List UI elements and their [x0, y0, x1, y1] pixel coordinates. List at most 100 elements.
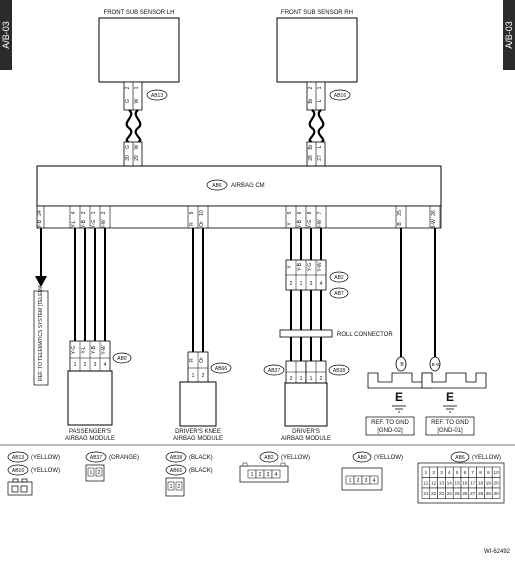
ground-1-ref-line1: REF. TO GND [371, 420, 409, 426]
legend-ab6-pin-label: 2 [432, 470, 435, 475]
cm-wire-7: Y-W [317, 219, 323, 229]
legend-ab66-pin-1: 1 [170, 484, 173, 490]
cm-pin-1: 1 [91, 211, 97, 214]
ab9-badge [112, 352, 132, 364]
legend-ab16-color: (YELLOW) [31, 468, 60, 474]
cm-pin-3: 3 [81, 211, 87, 214]
legend-ab37-id: AB37 [90, 455, 102, 461]
sensor-lh-lower-wire-b: W [134, 144, 140, 149]
knee-wire-1: R [189, 358, 195, 362]
sensor-rh-twisted-pair [308, 109, 325, 144]
ground-1-wire-label: B [400, 362, 404, 368]
cm-pins-knee: 9 10 R Or [187, 206, 209, 228]
legend-ab2-pin-1: 1 [251, 472, 254, 478]
sensor-lh-box [98, 17, 180, 83]
ab2-badge [329, 271, 349, 283]
legend-ab6-pin-label: 27 [470, 491, 476, 496]
ab2-wire-4: Y-W [317, 262, 323, 272]
telematics-ref-label: REF. TO TELEMATICS SYSTEM [TELEMA-01] [38, 276, 44, 381]
legend-ab6-pin-label: 26 [462, 491, 468, 496]
airbag-cm-connector-strip [36, 205, 442, 229]
legend-ab9-pin-1: 1 [349, 478, 352, 484]
cm-pins-passenger: 4 3 1 2 Y-L Y-B Y-G Y-W [69, 206, 111, 229]
ab2-wire-3: Y-G [307, 263, 313, 272]
driver-pin-4: 2 [320, 376, 323, 382]
passenger-pin-1: 1 [74, 362, 77, 368]
airbag-cm-box [36, 165, 442, 207]
legend-ab16-id: AB16 [12, 468, 24, 474]
telematics-arrow-icon [35, 276, 47, 287]
cm-pin-25: 25 [397, 210, 403, 216]
legend-ab2-id: AB2 [264, 455, 274, 461]
ground-1-terminal [395, 356, 407, 372]
legend-ab6-pin-label: 24 [447, 491, 453, 496]
legend-ab6-pin-label: 25 [455, 491, 461, 496]
ground-2-symbol-icon [443, 405, 457, 413]
airbag-cm-name: AIRBAG CM [231, 183, 265, 189]
legend-ab6-pin-label: 14 [447, 481, 453, 486]
cm-wire-26: B-W [431, 219, 437, 229]
ground-1-letter: E [395, 390, 403, 404]
legend-ab9-pin-4: 4 [373, 478, 376, 484]
legend-ab6-pin-label: 9 [487, 470, 490, 475]
sensor-rh-lower-pin-b: 27 [317, 155, 323, 161]
sensor-rh-pin-a: 2 [308, 86, 314, 89]
ab6-badge-label: AB6 [212, 183, 222, 189]
legend-ab6-pin-label: 15 [455, 481, 461, 486]
cm-wire-8: Y-G [307, 220, 313, 229]
ground-2-ref-line2: [GND-01] [437, 428, 463, 434]
passenger-module-name-2: AIRBAG MODULE [65, 436, 115, 442]
legend-ab6-pin-label: 3 [440, 470, 443, 475]
legend-ab37: AB37 (ORANGE) 1 2 [85, 451, 139, 482]
ab37-badge [263, 364, 285, 376]
ab7-badge [329, 287, 349, 299]
legend-ab37-pin-2: 2 [98, 470, 101, 476]
legend-ab6-pin-label: 18 [478, 481, 484, 486]
ab66-badge-label: AB66 [215, 366, 227, 372]
ab2-pin-2: 1 [300, 281, 303, 287]
ground-2-terminal [429, 356, 441, 372]
sensor-rh-pin-b: 1 [317, 86, 323, 89]
legend-ab13-color: (YELLOW) [31, 455, 60, 461]
legend-ab6-id: AB6 [455, 455, 465, 461]
ab66-badge [210, 362, 232, 374]
ground-2-ref-line1: REF. TO GND [431, 420, 469, 426]
driver-wires-upper [290, 228, 322, 260]
ab2-badge-label: AB2 [334, 275, 344, 281]
ground-1-symbol-icon [392, 405, 406, 413]
passenger-wires [74, 228, 106, 341]
legend-ab6-pin-label: 11 [424, 481, 429, 486]
legend-ab9-color: (YELLOW) [374, 455, 403, 461]
legend-ab6-color: (YELLOW) [472, 455, 501, 461]
ab9-badge-label: AB9 [117, 356, 127, 362]
legend-ab6-pin-label: 23 [439, 491, 445, 496]
telematics-ref-box [33, 290, 49, 386]
ab13-badge [146, 89, 168, 101]
legend-ab66-id: AB66 [170, 468, 182, 474]
sensor-rh-lower-pin-a: 28 [308, 155, 314, 161]
ab13-badge-label: AB13 [151, 93, 163, 99]
cm-pin-26: 26 [431, 210, 437, 216]
cm-wire-6: Y-B [297, 219, 303, 228]
legend-ab2-pin-2: 2 [259, 472, 262, 478]
cm-pin-5: 5 [287, 211, 293, 214]
passenger-pin-4: 4 [104, 362, 107, 368]
ab37-badge-label: AB37 [268, 368, 280, 374]
legend-ab6-pin-label: 28 [478, 491, 484, 496]
knee-wire-2: Or [199, 357, 205, 363]
sensor-rh-box [276, 17, 358, 83]
cm-wire-9: R [189, 222, 195, 226]
ground-1-ref-line2: [GND-02] [377, 428, 403, 434]
ground-1-ref-box [365, 416, 415, 436]
sensor-rh-wire-a: Br [308, 98, 314, 103]
legend-ab9-id: AB9 [357, 455, 367, 461]
legend-ab38-color: (BLACK) [189, 455, 213, 461]
cm-pins-telematics: 24 Y-B [37, 206, 45, 228]
cm-pin-6: 6 [297, 211, 303, 214]
ground-2-wire-label: B-W [432, 362, 442, 367]
ground-2-letter: E [446, 390, 454, 404]
passenger-pin-2: 2 [84, 362, 87, 368]
